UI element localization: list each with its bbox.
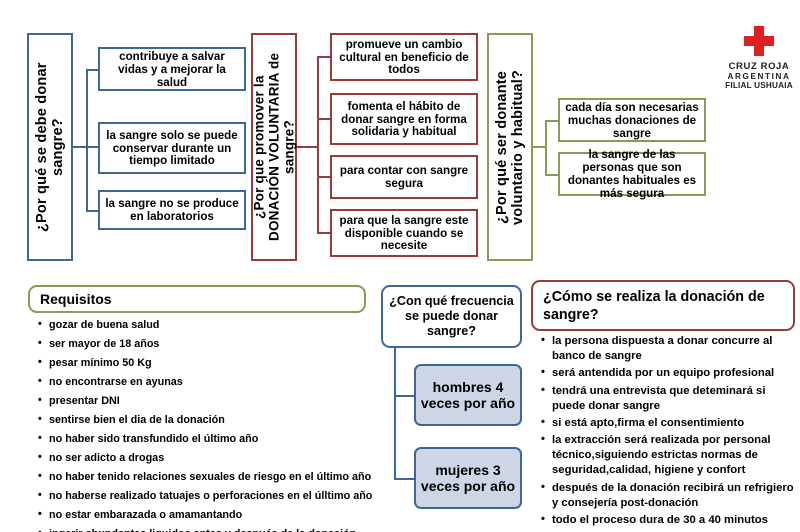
connector-blue-branch-1 — [86, 146, 98, 148]
group-red-item-2: para contar con sangre segura — [330, 155, 478, 199]
connector-red-branch-0 — [317, 56, 330, 58]
group-green-item-1: la sangre de las personas que son donant… — [558, 148, 706, 200]
group-red-item-3: para que la sangre este disponible cuand… — [330, 209, 478, 257]
frecuencia-answer-1: mujeres 3 veces por año — [414, 447, 522, 509]
connector-red-branch-3 — [317, 232, 330, 234]
list-item: no haberse realizado tatuajes o perforac… — [36, 487, 376, 505]
requisitos-list: gozar de buena saludser mayor de 18 años… — [36, 316, 376, 532]
como-list: la persona dispuesta a donar concurre al… — [539, 333, 795, 530]
red-cross-icon — [744, 26, 774, 56]
list-item: si está apto,firma el consentimiento — [539, 415, 795, 431]
connector-green-stem — [533, 146, 546, 148]
logo-line-1: CRUZ ROJA — [728, 61, 790, 72]
list-item: ser mayor de 18 años — [36, 335, 376, 353]
connector-frecuencia-branch-1 — [394, 478, 414, 480]
connector-red-stem — [297, 146, 318, 148]
cruz-roja-logo: CRUZ ROJA ARGENTINA FILIAL USHUAIA — [722, 26, 796, 90]
group-green-title: ¿Por qué ser donante voluntario y habitu… — [487, 33, 533, 261]
como-title: ¿Cómo se realiza la donación de sangre? — [543, 289, 765, 323]
frecuencia-question: ¿Con qué frecuencia se puede donar sangr… — [381, 285, 522, 348]
group-red-title: ¿Por que promover la DONACIÓN VOLUNTARIA… — [251, 33, 297, 261]
logo-line-2: ARGENTINA — [727, 72, 791, 81]
requisitos-title: Requisitos — [28, 285, 366, 313]
list-item: la extracción será realizada por persona… — [539, 432, 795, 478]
connector-blue-branch-0 — [86, 69, 98, 71]
list-item: no haber tenido relaciones sexuales de r… — [36, 468, 376, 486]
connector-green-branch-1 — [545, 174, 558, 176]
list-item: no encontrarse en ayunas — [36, 373, 376, 391]
group-red-item-1: fomenta el hábito de donar sangre en for… — [330, 93, 478, 145]
connector-red-branch-2 — [317, 176, 330, 178]
group-blue-item-2: la sangre no se produce en laboratorios — [98, 190, 246, 230]
connector-green-spine — [545, 120, 547, 174]
connector-blue-spine — [86, 69, 88, 211]
connector-green-branch-0 — [545, 120, 558, 122]
logo-line-3: FILIAL USHUAIA — [725, 81, 793, 90]
connector-blue-stem — [73, 146, 87, 148]
list-item: después de la donación recibirá un refri… — [539, 480, 795, 511]
list-item: no haber sido transfundido el último año — [36, 430, 376, 448]
group-red-item-0: promueve un cambio cultural en beneficio… — [330, 33, 478, 81]
list-item: no ser adicto a drogas — [36, 449, 376, 467]
connector-blue-branch-2 — [86, 210, 98, 212]
list-item: presentar DNI — [36, 392, 376, 410]
frecuencia-answer-0: hombres 4 veces por año — [414, 364, 522, 426]
list-item: todo el proceso dura de 30 a 40 minutos — [539, 512, 795, 528]
group-green-item-0: cada día son necesarias muchas donacione… — [558, 98, 706, 142]
connector-frecuencia-spine — [394, 348, 396, 480]
group-blue-item-1: la sangre solo se puede conservar durant… — [98, 122, 246, 174]
connector-red-spine — [317, 56, 319, 234]
list-item: la persona dispuesta a donar concurre al… — [539, 333, 795, 364]
group-blue-title: ¿Por qué se debe donar sangre? — [27, 33, 73, 261]
list-item: será antendida por un equipo profesional — [539, 365, 795, 381]
list-item: tendrá una entrevista que deteminará si … — [539, 383, 795, 414]
group-blue-item-0: contribuye a salvar vidas y a mejorar la… — [98, 47, 246, 91]
connector-red-branch-1 — [317, 118, 330, 120]
list-item: no estar embarazada o amamantando — [36, 506, 376, 524]
connector-frecuencia-branch-0 — [394, 395, 414, 397]
list-item: pesar mínimo 50 Kg — [36, 354, 376, 372]
list-item: gozar de buena salud — [36, 316, 376, 334]
list-item: sentirse bien el dia de la donación — [36, 411, 376, 429]
list-item: ingerir abundantes liquidos antes y desp… — [36, 525, 376, 532]
